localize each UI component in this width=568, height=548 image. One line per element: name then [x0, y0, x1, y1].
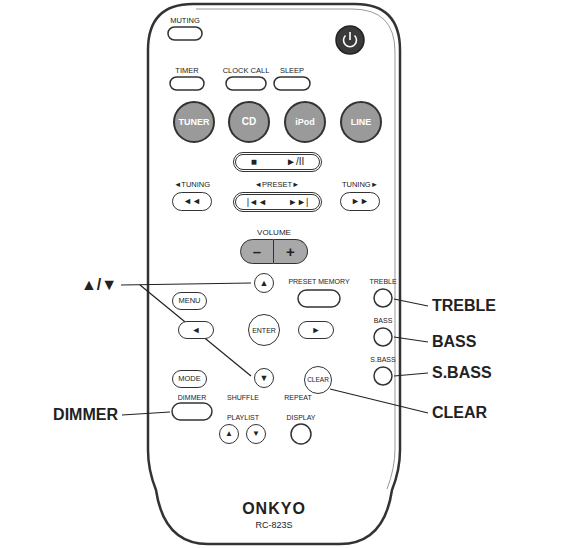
remote-button: MENU [172, 292, 207, 310]
button-label: ◄TUNING [174, 181, 210, 189]
leader-line [330, 389, 428, 413]
remote-button: CLEAR [304, 366, 332, 394]
button-text: ◄◄ [183, 197, 201, 206]
button-text: + [286, 244, 295, 259]
button-label: TREBLE [369, 278, 396, 286]
button-label: S.BASS [370, 356, 395, 364]
treble-button [374, 289, 392, 307]
button-text: ►/II [286, 157, 304, 167]
button-text: LINE [351, 118, 372, 127]
remote-button: ▼ [254, 368, 274, 388]
remote-button: MODE [172, 370, 207, 388]
remote-button: ENTER [248, 314, 280, 346]
dimmer-button [172, 403, 212, 420]
button-text: ►►| [288, 198, 308, 207]
remote-button: – [240, 239, 274, 264]
button-label: TUNING► [342, 181, 378, 189]
callout-label: ▲/▼ [81, 276, 117, 294]
button-label: ◄PRESET► [255, 181, 300, 189]
callout-label: DIMMER [53, 406, 118, 424]
remote-button: |◄◄ ►►| [233, 192, 322, 212]
remote-button: + [274, 239, 308, 264]
button-label: CLOCK CALL [223, 67, 270, 75]
button-label: DIMMER [178, 394, 206, 402]
sleep-button [274, 77, 310, 90]
button-text: TUNER [179, 118, 210, 127]
power-icon [349, 32, 351, 40]
remote-button: ▲ [254, 273, 274, 293]
button-text: CLEAR [307, 377, 329, 384]
button-label: DISPLAY [286, 414, 315, 422]
button-text: ▼ [252, 430, 260, 438]
bass-button [374, 328, 392, 346]
button-text: ENTER [252, 327, 276, 334]
remote-button: LINE [340, 101, 382, 143]
button-text: iPod [295, 118, 315, 127]
button-text: – [253, 244, 261, 259]
leader-line [394, 299, 428, 306]
brand-logo: ONKYO [148, 501, 400, 517]
model-number: RC-823S [148, 521, 400, 530]
leader-line [394, 373, 428, 376]
button-label: VOLUME [257, 229, 291, 238]
button-text: ►► [351, 197, 369, 206]
button-text: ◄ [192, 326, 201, 335]
clock-call-button [226, 77, 266, 90]
remote-button: ◄ [178, 321, 214, 339]
remote-button: ► [298, 321, 334, 339]
body-edge [196, 9, 395, 489]
callout-label: TREBLE [432, 297, 496, 315]
remote-button: ▼ [246, 424, 266, 444]
button-label: TIMER [175, 67, 198, 75]
remote-button: ■ ►/II [233, 152, 322, 172]
button-text: ▲ [225, 430, 233, 438]
callout-label: CLEAR [432, 404, 487, 422]
button-label: PLAYLIST [227, 414, 259, 422]
leader-line [140, 285, 251, 376]
button-text: |◄◄ [247, 198, 267, 207]
remote-button: iPod [284, 101, 326, 143]
remote-body: ONKYORC-823STUNERCDiPodLINE■►/II◄◄|◄◄►►|… [148, 4, 400, 544]
button-label: SHUFFLE [227, 394, 259, 402]
button-text: ▲ [260, 279, 269, 288]
button-label: SLEEP [280, 67, 304, 75]
leader-line [122, 412, 170, 415]
remote-button: ►► [340, 192, 380, 211]
button-label: MUTING [170, 17, 200, 25]
button-text: ► [312, 326, 321, 335]
button-text: CD [242, 117, 256, 127]
button-label: REPEAT [284, 394, 312, 402]
s-bass-button [374, 367, 392, 385]
button-text: MODE [178, 375, 201, 383]
remote-button: TUNER [173, 101, 215, 143]
button-label: BASS [374, 317, 393, 325]
remote-button: ◄◄ [172, 192, 212, 211]
callout-label: BASS [432, 333, 476, 351]
button-text: ▼ [260, 374, 269, 383]
preset-memory-button [298, 290, 340, 307]
remote-button: CD [228, 101, 270, 143]
callout-label: S.BASS [432, 364, 492, 382]
button-text: ■ [251, 157, 257, 167]
muting-button [168, 27, 202, 40]
remote-body [148, 4, 400, 544]
button-text: MENU [178, 297, 200, 305]
timer-button [170, 77, 204, 90]
remote-button: ▲ [219, 424, 239, 444]
leader-line [394, 337, 428, 342]
display-button [291, 424, 311, 444]
power-button [336, 26, 364, 54]
button-label: PRESET MEMORY [288, 278, 349, 286]
